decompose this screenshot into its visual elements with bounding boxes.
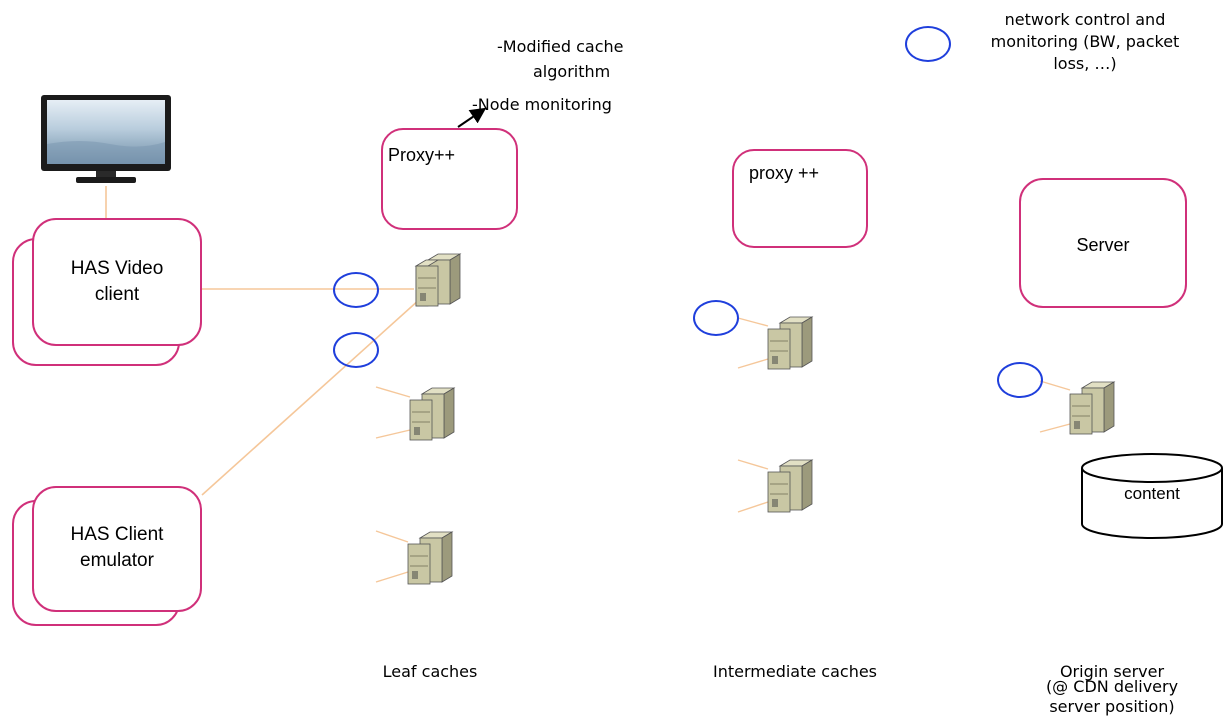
origin-server-column-label: Origin server: [1059, 662, 1165, 681]
leaf-cache-server-icon: [409, 387, 456, 441]
origin-server-label: Server: [1076, 235, 1130, 255]
proxy-note-arrow: [457, 107, 487, 128]
emulator-link: [201, 298, 421, 496]
emulator-box: [32, 486, 202, 612]
video-client-label: HAS Video client: [70, 258, 164, 305]
proxy-note-algorithm: algorithm: [533, 62, 611, 81]
intermediate-proxy-box: [732, 149, 868, 248]
leaf-proxy-label: Proxy++: [388, 145, 456, 165]
proxy-note-cache: -Modified cache: [497, 37, 624, 56]
intermediate-proxy-label: proxy ++: [749, 163, 820, 183]
tv-icon: [40, 94, 172, 186]
monitor-ring-icon: [905, 26, 951, 62]
intermediate-cache-server-icon: [767, 459, 814, 513]
leaf-cache-server-icon: [407, 531, 454, 585]
proxy-note-monitoring: -Node monitoring: [472, 95, 612, 114]
origin-server-box: [1019, 178, 1187, 308]
origin-server-icon: [1069, 381, 1116, 435]
intermediate-caches-label: Intermediate caches: [712, 662, 878, 681]
video-client-box: [32, 218, 202, 346]
leaf-cache-server-icon: [414, 253, 462, 307]
intermediate-cache-server-icon: [767, 316, 814, 370]
monitor-ring-icon: [693, 300, 739, 336]
content-storage-icon: [1080, 452, 1223, 542]
leaf-caches-label: Leaf caches: [382, 662, 478, 681]
leaf-proxy-box: [381, 128, 518, 230]
monitor-ring-icon: [333, 332, 379, 368]
monitor-ring-icon: [997, 362, 1043, 398]
legend-text: network control and monitoring (BW, pack…: [990, 10, 1180, 73]
origin-server-note: (@ CDN delivery server position): [1045, 677, 1179, 716]
monitor-ring-icon: [333, 272, 379, 308]
content-label: content: [1124, 484, 1180, 503]
emulator-label: HAS Client emulator: [70, 524, 164, 571]
